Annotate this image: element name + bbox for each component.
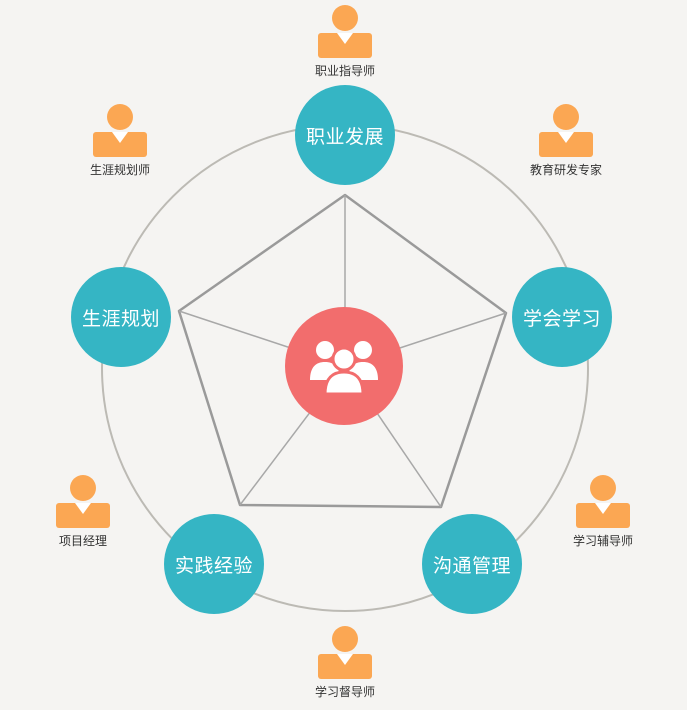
node-career-planning: 生涯规划 (71, 267, 171, 367)
node-label: 生涯规划 (81, 307, 160, 330)
node-practical-experience: 实践经验 (164, 514, 264, 614)
person-icon (93, 104, 147, 157)
center-hub (285, 307, 403, 425)
person-icon (318, 626, 372, 679)
person-icon (318, 5, 372, 58)
person-career-planner: 生涯规划师 (65, 103, 175, 178)
person-study-tutor: 学习辅导师 (548, 474, 658, 549)
node-label: 实践经验 (174, 554, 253, 577)
person-label: 生涯规划师 (89, 163, 150, 177)
person-label: 教育研发专家 (529, 163, 602, 177)
node-career-development: 职业发展 (295, 85, 395, 185)
person-label: 学习督导师 (314, 685, 375, 699)
person-career-mentor: 职业指导师 (290, 4, 400, 79)
person-label: 项目经理 (58, 534, 107, 548)
person-label: 职业指导师 (314, 64, 375, 78)
node-label: 学会学习 (522, 307, 601, 330)
person-icon (576, 475, 630, 528)
person-label: 学习辅导师 (572, 534, 633, 548)
node-label: 沟通管理 (432, 554, 511, 577)
person-icon (56, 475, 110, 528)
pentagon-outline (177, 193, 508, 509)
node-label: 职业发展 (305, 125, 384, 148)
person-icon (539, 104, 593, 157)
group-icon (310, 341, 378, 396)
person-study-supervisor: 学习督导师 (290, 625, 400, 700)
person-education-expert: 教育研发专家 (511, 103, 621, 178)
person-project-manager: 项目经理 (28, 474, 138, 549)
node-learning-to-learn: 学会学习 (512, 267, 612, 367)
node-communication-management: 沟通管理 (422, 514, 522, 614)
